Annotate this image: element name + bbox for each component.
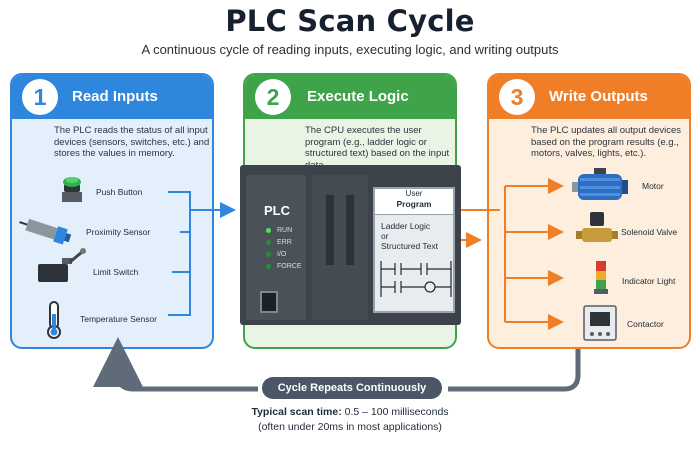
step-3-badge: 3: [499, 79, 535, 115]
write-outputs-title: Write Outputs: [549, 88, 648, 105]
write-outputs-header: 3 Write Outputs: [489, 75, 689, 119]
io-led: I/O: [266, 251, 286, 258]
scan-time-note: (often under 20ms in most applications): [258, 421, 442, 433]
contactor-icon: [583, 305, 617, 341]
plc-cpu-module: PLC RUN ERR I/O FORCE: [246, 175, 306, 320]
solenoid-valve-label: Solenoid Valve: [621, 227, 678, 237]
plc-unit: PLC RUN ERR I/O FORCE User Program Ladde…: [240, 165, 461, 325]
motor-label: Motor: [642, 181, 664, 191]
solenoid-valve-icon: [576, 212, 618, 242]
temperature-sensor-label: Temperature Sensor: [80, 314, 158, 324]
proximity-sensor-icon: [19, 218, 72, 245]
write-outputs-panel: 3 Write Outputs The PLC updates all outp…: [487, 73, 691, 349]
contactor-label: Contactor: [627, 319, 664, 329]
motor-icon: [572, 168, 628, 200]
run-led: RUN: [266, 227, 292, 234]
write-outputs-description: The PLC updates all output devices based…: [531, 125, 681, 159]
execute-logic-title: Execute Logic: [307, 88, 409, 105]
step-1-badge: 1: [22, 79, 58, 115]
plc-io-module: [312, 175, 368, 320]
limit-switch-label: Limit Switch: [93, 267, 139, 277]
ethernet-port-icon: [260, 291, 278, 313]
user-program-text: Ladder Logic or Structured Text: [381, 221, 453, 251]
scan-time-line: Typical scan time: 0.5 – 100 millisecond…: [0, 406, 700, 418]
ladder-diagram-icon: [380, 261, 452, 297]
limit-switch-icon: [38, 248, 86, 282]
user-program-box: User Program Ladder Logic or Structured …: [373, 187, 455, 313]
scan-time-label: Typical scan time:: [251, 406, 342, 418]
read-inputs-title: Read Inputs: [72, 88, 158, 105]
plc-label: PLC: [264, 203, 290, 218]
indicator-light-icon: [594, 261, 608, 294]
module-slot: [326, 195, 334, 265]
read-inputs-panel: 1 Read Inputs The PLC reads the status o…: [10, 73, 214, 349]
user-program-title-1: User: [405, 189, 423, 198]
execute-logic-header: 2 Execute Logic: [245, 75, 455, 119]
indicator-light-label: Indicator Light: [622, 276, 676, 286]
page-subtitle: A continuous cycle of reading inputs, ex…: [141, 42, 559, 57]
ladder-logic-text: Ladder Logic: [381, 221, 431, 231]
cycle-repeats-badge: Cycle Repeats Continuously: [262, 377, 442, 399]
step-2-badge: 2: [255, 79, 291, 115]
user-program-title-2: Program: [396, 199, 432, 209]
err-led: ERR: [266, 239, 292, 246]
page-title: PLC Scan Cycle: [225, 4, 475, 38]
read-inputs-description: The PLC reads the status of all input de…: [54, 125, 210, 159]
cycle-return-arrow: [118, 349, 581, 389]
output-connector-lines: [461, 178, 564, 330]
or-text: or: [381, 231, 389, 241]
structured-text-text: Structured Text: [381, 241, 439, 251]
scan-time-value: 0.5 – 100 milliseconds: [344, 406, 449, 418]
module-slot: [346, 195, 354, 265]
input-connector-lines: [168, 191, 236, 316]
read-inputs-header: 1 Read Inputs: [12, 75, 212, 119]
user-program-header: User Program: [375, 189, 453, 215]
temperature-sensor-icon: [47, 301, 61, 339]
force-led: FORCE: [266, 263, 302, 270]
push-button-label: Push Button: [96, 187, 143, 197]
push-button-icon: [62, 177, 82, 202]
proximity-sensor-label: Proximity Sensor: [86, 227, 151, 237]
